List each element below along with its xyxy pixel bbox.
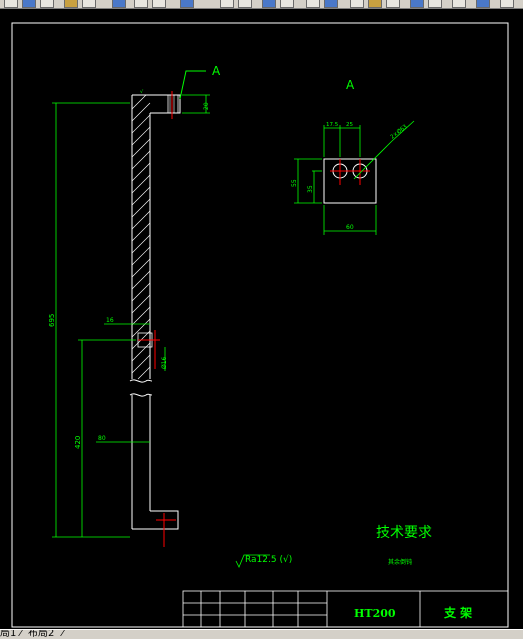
dim-top-thickness-label: 20	[203, 102, 210, 110]
orbit-icon[interactable]	[324, 0, 338, 8]
dim-top-thickness	[182, 94, 210, 114]
pan-icon[interactable]	[220, 0, 234, 8]
surface-roughness-label: Ra12.5 (√)	[245, 554, 292, 565]
break-line-bottom	[129, 393, 153, 397]
bar-hole	[137, 330, 160, 369]
hatch-lines	[131, 94, 151, 380]
top-tab-outline	[132, 94, 181, 114]
dim-total-height-label: 695	[48, 314, 56, 327]
dim-view-top	[323, 125, 361, 157]
section-arrow-a	[179, 70, 206, 100]
redo-icon[interactable]	[152, 0, 166, 8]
section-label-main: A	[212, 64, 221, 78]
dim-view-hole-callout-label: 2×Ø63	[389, 123, 409, 141]
roughness-symbol	[235, 554, 270, 568]
foot-outline	[132, 510, 179, 530]
dim-view-hole-callout	[353, 120, 415, 180]
dim-view-bottom	[323, 205, 377, 235]
dim-view-height-inner-label: 35	[307, 185, 314, 193]
help-icon[interactable]	[112, 0, 126, 8]
dim-lower-height-label: 420	[74, 436, 82, 449]
previous-icon[interactable]	[262, 0, 276, 8]
dim-view-offset-label: 17.5	[326, 122, 339, 128]
realtime-icon[interactable]	[306, 0, 320, 8]
tool-palette-icon[interactable]	[410, 0, 424, 8]
layout-tab-1[interactable]: 局1	[0, 629, 17, 639]
tab-top-label: √	[140, 89, 144, 95]
section-view-outline	[323, 158, 377, 204]
toolbar	[0, 0, 523, 9]
title-part-name: 支 架	[443, 605, 472, 620]
drawing-border	[11, 22, 509, 628]
break-line-top	[129, 379, 153, 383]
tech-requirements-title: 技术要求	[376, 525, 432, 541]
match-icon[interactable]	[40, 0, 54, 8]
tab-separator: ⁄	[20, 629, 22, 639]
section-label-view: A	[346, 78, 355, 92]
dim-view-spacing-label: 25	[346, 122, 353, 128]
dim-total-height	[52, 102, 130, 538]
extents-icon[interactable]	[280, 0, 294, 8]
dim-step-width-label: 16	[106, 317, 114, 324]
title-material: HT200	[354, 607, 396, 620]
tab-hole	[167, 94, 179, 114]
layout-tab-2[interactable]: 布局2	[28, 629, 55, 639]
options-icon[interactable]	[500, 0, 514, 8]
window-icon[interactable]	[238, 0, 252, 8]
design-center-icon[interactable]	[386, 0, 400, 8]
dim-foot-width-label: 80	[98, 435, 106, 442]
tab-separator-end: ⁄	[62, 629, 64, 639]
undo-icon[interactable]	[134, 0, 148, 8]
dim-view-height-outer-label: 55	[291, 179, 298, 187]
title-block	[182, 590, 509, 628]
layout-tabbar: 局1 ⁄ 布局2 ⁄	[0, 629, 523, 639]
layer-icon[interactable]	[4, 0, 18, 8]
markup-icon[interactable]	[452, 0, 466, 8]
quick-calc-icon[interactable]	[476, 0, 490, 8]
section-view	[323, 158, 377, 204]
paste-icon[interactable]	[82, 0, 96, 8]
drawing-canvas[interactable]: A 20 √ 695 420	[0, 9, 523, 629]
drawing-svg: A 20 √ 695 420	[11, 22, 509, 628]
sheet-set-icon[interactable]	[428, 0, 442, 8]
calculator-icon[interactable]	[368, 0, 382, 8]
copy-icon[interactable]	[64, 0, 78, 8]
zoom-icon[interactable]	[180, 0, 194, 8]
dim-lower-height	[78, 339, 136, 537]
dim-view-width-label: 60	[346, 224, 354, 231]
tech-requirements-note: 其余倒钝	[388, 558, 412, 566]
distance-icon[interactable]	[350, 0, 364, 8]
properties-icon[interactable]	[22, 0, 36, 8]
main-view	[129, 94, 181, 530]
dim-hole-diameter-label: Ø16	[161, 356, 168, 369]
dim-view-left	[294, 158, 322, 204]
